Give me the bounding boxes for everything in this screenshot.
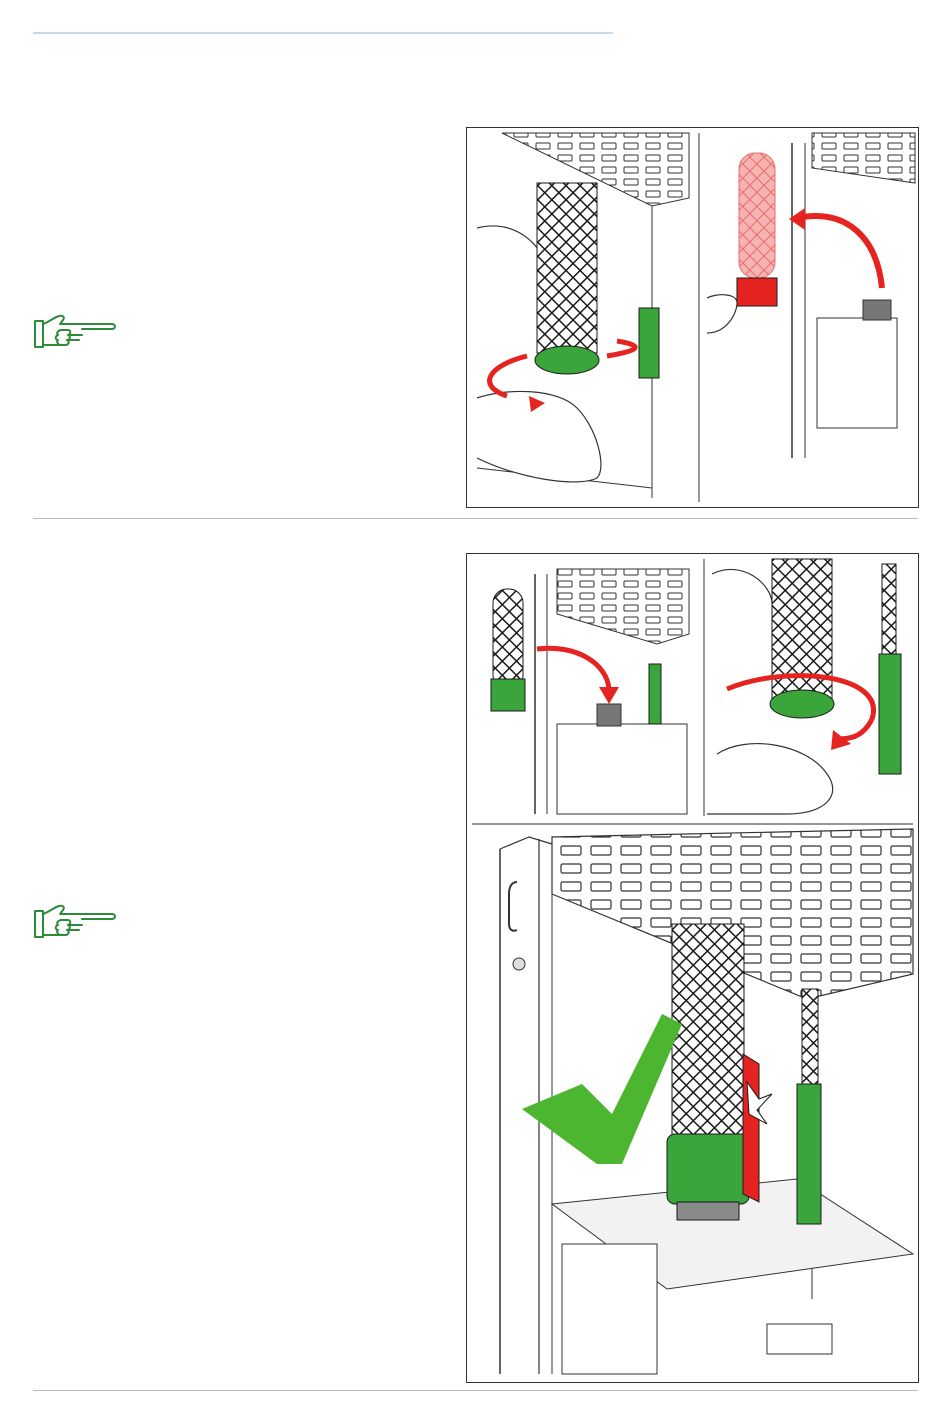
panel-filter-correctly-seated (500, 829, 913, 1374)
checkmark-icon (522, 1014, 682, 1164)
pointing-hand-icon (32, 902, 120, 942)
figure-filter-installation (466, 553, 919, 1383)
pointing-hand-icon (32, 312, 120, 352)
panel-lift-out-red-filter (707, 133, 915, 458)
panel-insert-green-filter (491, 569, 689, 814)
middle-rule (33, 518, 918, 519)
panel-twist-filter-in (707, 559, 901, 814)
bottom-rule (33, 1390, 918, 1391)
top-rule (33, 32, 613, 34)
panel-remove-filter-twist (477, 133, 689, 498)
figure-filter-removal (466, 127, 919, 508)
